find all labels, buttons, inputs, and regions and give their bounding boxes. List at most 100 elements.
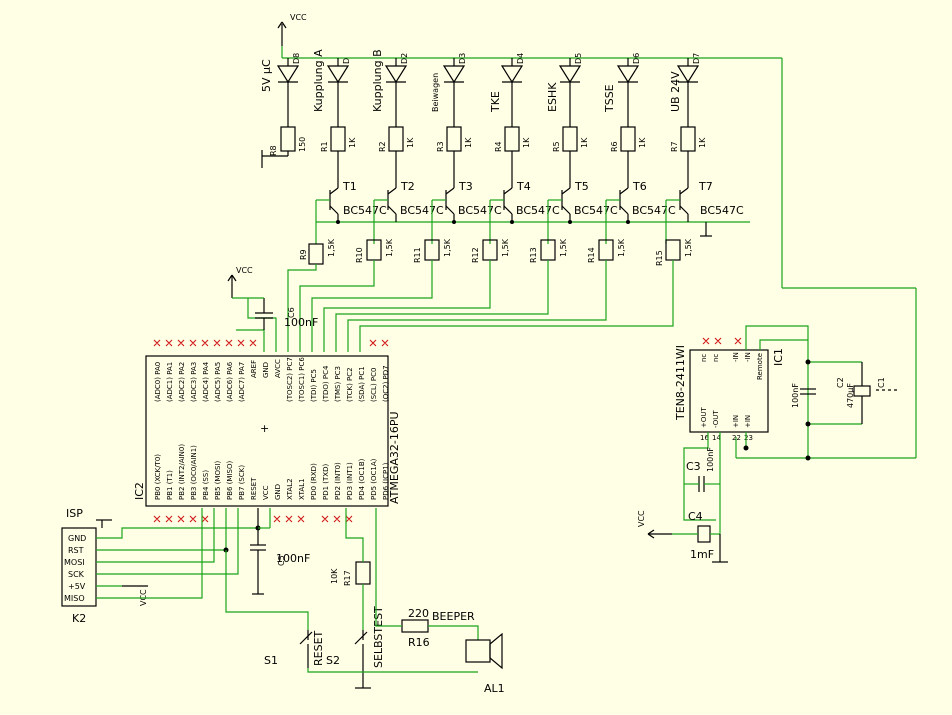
mcu-top-pin-6: (ADC5) PA5	[214, 362, 222, 402]
c3-ref: C3	[686, 460, 701, 473]
r16-ref: R16	[408, 636, 430, 649]
s1-label: RESET	[312, 630, 325, 666]
resistor-r15: R15 1,5K	[655, 238, 693, 266]
mcu-bot-pin-16: PD2 (INT0)	[334, 462, 342, 500]
t3-type: BC547C	[458, 204, 502, 217]
led-d5-ref: D5	[574, 53, 583, 64]
led-d4: D4 TKE	[489, 53, 525, 127]
resistor-r5: R5 1K	[552, 126, 589, 188]
ic1-pin-nc1: nc	[700, 354, 708, 362]
transistor-t3: T3 BC547C	[431, 180, 502, 244]
resistor-r16: 220 R16	[375, 508, 479, 649]
t3-ref: T3	[458, 180, 473, 193]
resistor-r6: R6 1K	[610, 126, 647, 188]
ic1-num-16: 16	[700, 434, 709, 442]
t7-type: BC547C	[700, 204, 744, 217]
vcc-label-c6: VCC	[236, 266, 253, 275]
r15-value: 1,5K	[684, 238, 693, 257]
vcc-label-top: VCC	[290, 13, 307, 22]
transistor-t6: T6 BC547C	[605, 180, 676, 244]
r3-ref: R3	[436, 141, 445, 152]
mcu-top-pin-5: (ADC4) PA4	[202, 361, 210, 402]
led-d7-ref: D7	[692, 53, 701, 64]
capacitor-c5: C5 100nF	[250, 508, 310, 595]
isp-header-k2: ISP GND RST MOSI SCK +5V MISO K2	[61, 507, 261, 625]
r5-value: 1K	[580, 137, 589, 148]
mcu-top-pin-14: (TDI) PC5	[310, 369, 318, 402]
r1-ref: R1	[320, 141, 329, 152]
r12-value: 1,5K	[501, 238, 510, 257]
led-d4-label: TKE	[489, 91, 502, 113]
r8-value: 150	[298, 137, 307, 152]
c6-ref: C6	[287, 307, 296, 318]
port-c-wires	[236, 260, 674, 352]
mcu-top-pin-8: (ADC7) PA7	[238, 362, 246, 402]
r2-value: 1K	[406, 137, 415, 148]
r12-ref: R12	[471, 247, 480, 263]
mcu-top-pin-3: (ADC2) PA2	[178, 362, 186, 402]
transistor-t7: T7 BC547C	[665, 180, 744, 244]
mcu-bot-pin-7: PB6 (MISO)	[226, 461, 234, 500]
mcu-top-pin-1: (ADC0) PA0	[154, 362, 162, 402]
r10-ref: R10	[355, 247, 364, 263]
capacitor-c1: C1	[876, 377, 900, 391]
beeper-al1: BEEPER AL1	[432, 610, 505, 695]
mcu-bot-pin-20: PD6 (ICP1)	[382, 462, 390, 500]
r13-ref: R13	[529, 247, 538, 263]
capacitor-c4: C4 1mF	[672, 510, 728, 563]
ic1-pin-remote: Remote	[756, 353, 764, 380]
mcu-top-pin-11: AVCC	[274, 359, 282, 378]
t1-ref: T1	[342, 180, 357, 193]
isp-title: ISP	[66, 507, 83, 520]
r15-ref: R15	[655, 250, 664, 266]
c1-ref: C1	[877, 377, 886, 388]
isp-pin-rst: RST	[68, 546, 84, 555]
led-d3: D3 Beiwagen	[431, 53, 467, 127]
s2-ref: S2	[326, 654, 340, 667]
capacitor-c2: C2 470µF	[836, 362, 871, 424]
r17-ref: R17	[343, 570, 352, 586]
capacitor-ic1-bypass: 100nF	[791, 383, 816, 408]
ic1-num-14: 14	[712, 434, 721, 442]
r6-value: 1K	[638, 137, 647, 148]
mcu-top-pin-7: (ADC6) PA6	[226, 361, 234, 402]
vcc-c6: VCC	[227, 266, 253, 298]
t2-ref: T2	[400, 180, 415, 193]
mcu-top-pin-19: (SCL) PC0	[370, 368, 378, 402]
capacitor-c6: C6 100nF	[232, 297, 318, 330]
mcu-bot-pin-2: PB1 (T1)	[166, 470, 174, 500]
mcu-top-pin-2: (ADC1) PA1	[166, 362, 174, 402]
push-button-s2[interactable]: S2 SELBSTEST	[326, 606, 385, 689]
mcu-bot-pin-15: PD1 (TXD)	[322, 464, 330, 500]
t5-ref: T5	[574, 180, 589, 193]
mcu-bot-pin-8: PB7 (SCK)	[238, 465, 246, 500]
c4-value: 1mF	[690, 548, 714, 561]
led-d3-label: Beiwagen	[431, 73, 440, 112]
r11-value: 1,5K	[443, 238, 452, 257]
led-d: D Kupplung A	[312, 49, 351, 127]
mcu-bot-pin-3: PB2 (INT2/AIN0)	[178, 444, 186, 500]
isp-pin-mosi: MOSI	[64, 558, 85, 567]
mcu-bot-pin-11: GND	[274, 484, 282, 500]
t5-type: BC547C	[574, 204, 618, 217]
resistor-r17: 10K R17	[330, 508, 371, 630]
push-button-s1[interactable]: S1 RESET	[264, 630, 325, 668]
isp-pin-sck: SCK	[68, 570, 85, 579]
mcu-top-pin-12: (TOSC2) PC7	[286, 357, 294, 402]
transistor-t5: T5 BC547C	[547, 180, 618, 244]
c5-ref: C5	[277, 555, 286, 566]
mcu-bot-pin-17: PD3 (INT1)	[346, 462, 354, 500]
r5-ref: R5	[552, 141, 561, 152]
led-d2-label: Kupplung B	[371, 49, 384, 112]
beeper-label: BEEPER	[432, 610, 475, 623]
r10-value: 1,5K	[385, 238, 394, 257]
r17-value: 10K	[330, 568, 339, 584]
c6-value: 100nF	[284, 316, 318, 329]
resistor-r7: R7 1K	[670, 126, 707, 188]
led-d2-ref: D2	[400, 53, 409, 64]
vcc-c4: VCC	[637, 510, 672, 539]
mcu-top-pin-10: GND	[262, 362, 270, 378]
mcu-top-pin-20: (OC2) PD7	[382, 365, 390, 402]
resistor-r2: R2 1K	[378, 126, 415, 188]
mcu-bot-pin-12: XTAL2	[286, 478, 294, 500]
